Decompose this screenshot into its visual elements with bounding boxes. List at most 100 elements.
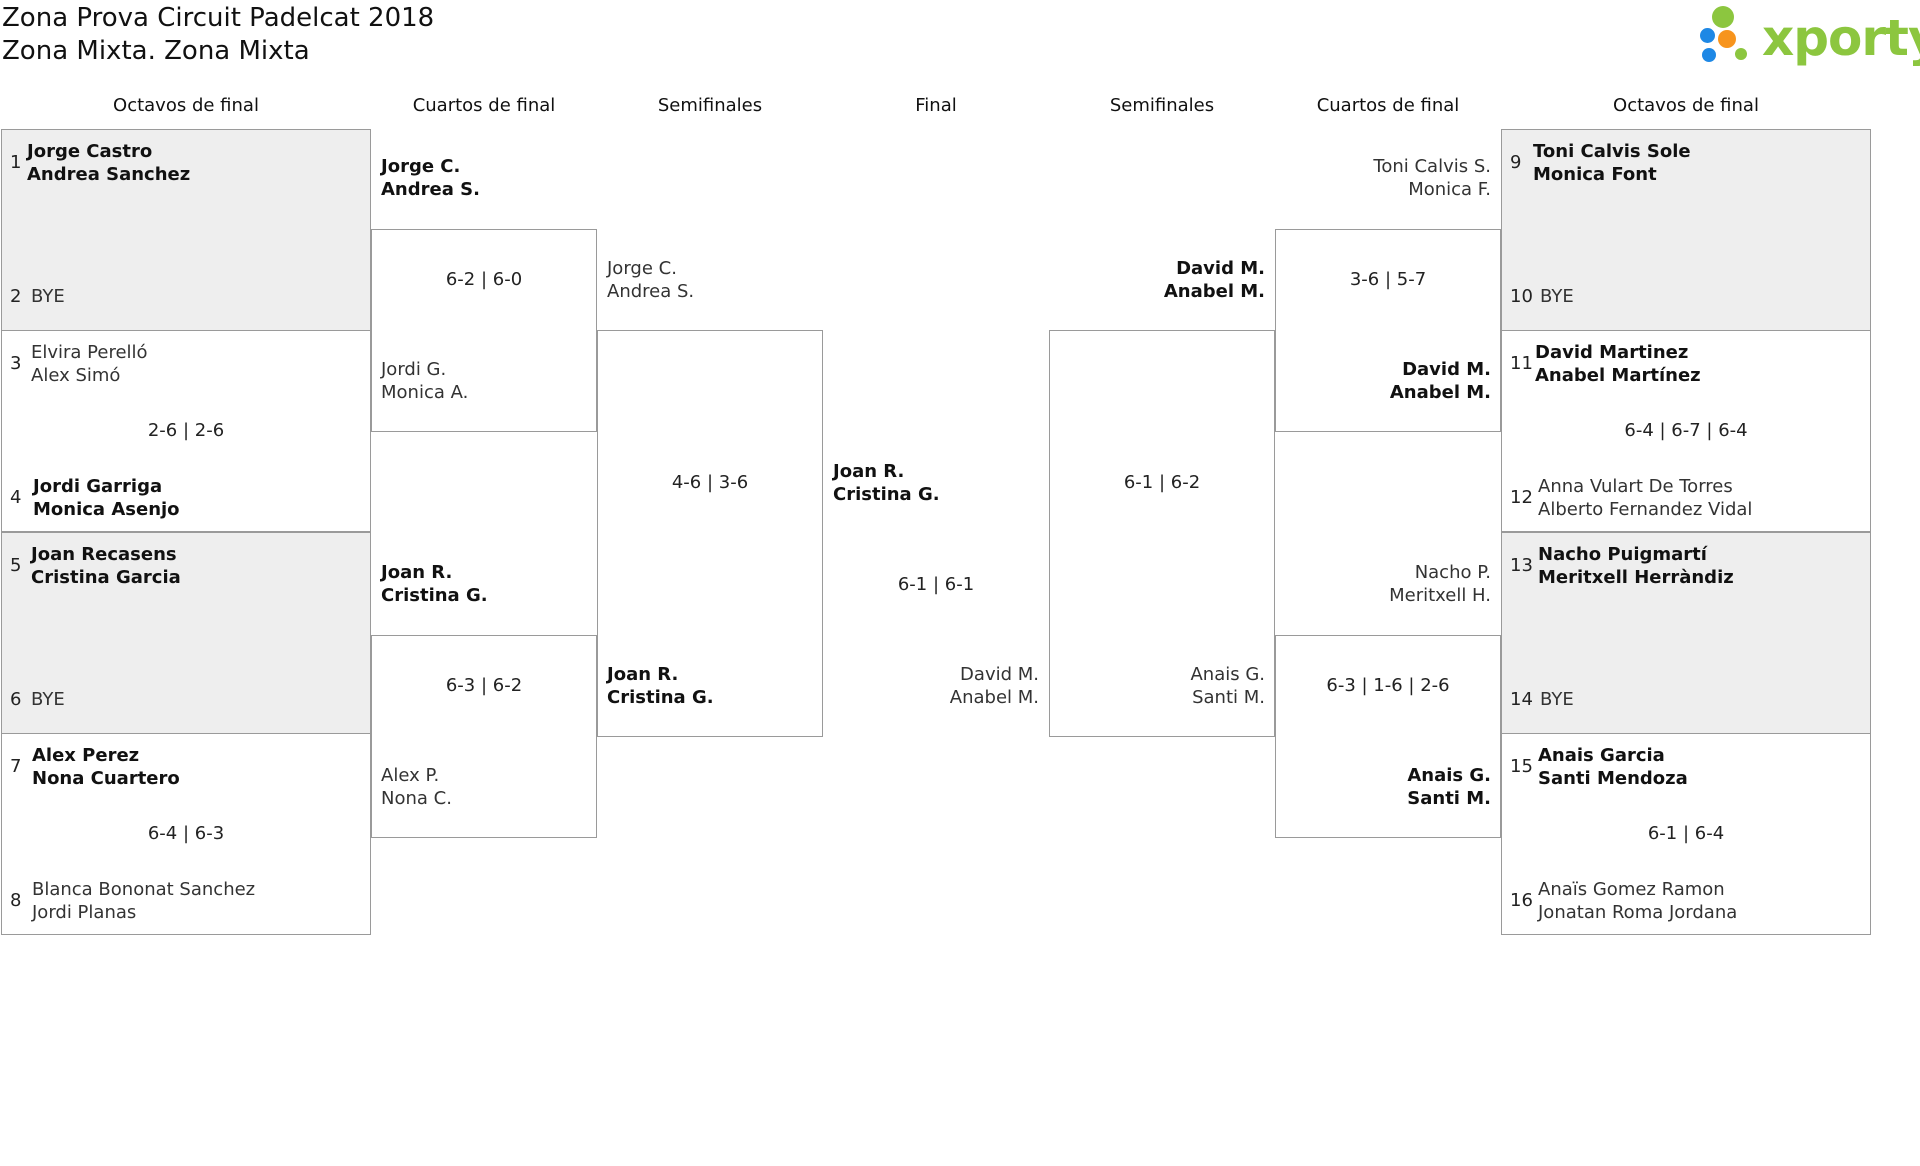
match-box bbox=[1501, 733, 1871, 935]
player-name: Santi Mendoza bbox=[1538, 768, 1688, 789]
player-name: Cristina G. bbox=[381, 585, 488, 606]
logo-dot-icon bbox=[1735, 48, 1747, 60]
round-header-cuartos-right: Cuartos de final bbox=[1316, 95, 1460, 116]
match-box bbox=[1, 330, 371, 532]
player-name: David M. bbox=[1176, 258, 1265, 279]
player-name: Anais G. bbox=[1407, 765, 1491, 786]
round-header-cuartos-left: Cuartos de final bbox=[412, 95, 556, 116]
seed-number: 9 bbox=[1510, 152, 1522, 173]
seed-number: 11 bbox=[1510, 353, 1533, 374]
finalist-name: Anabel M. bbox=[949, 687, 1039, 708]
round-header-semis-right: Semifinales bbox=[1109, 95, 1215, 116]
player-name: BYE bbox=[31, 286, 65, 307]
player-name: David Martinez bbox=[1535, 342, 1689, 363]
player-name: Joan R. bbox=[607, 664, 679, 685]
seed-number: 13 bbox=[1510, 555, 1533, 576]
player-name: Joan R. bbox=[381, 562, 453, 583]
player-name: Monica Asenjo bbox=[33, 499, 180, 520]
player-name: Joan Recasens bbox=[31, 544, 177, 565]
match-score: 3-6 | 5-7 bbox=[1349, 269, 1427, 290]
match-box bbox=[1, 532, 371, 734]
player-name: Anais Garcia bbox=[1538, 745, 1665, 766]
player-name: Anabel Martínez bbox=[1535, 365, 1701, 386]
match-box bbox=[1501, 532, 1871, 734]
player-name: Nona Cuartero bbox=[32, 768, 180, 789]
round-header-octavos-right: Octavos de final bbox=[1613, 95, 1759, 116]
player-name: Anais G. bbox=[1190, 664, 1265, 685]
player-name: Anabel M. bbox=[1163, 281, 1265, 302]
seed-number: 5 bbox=[10, 555, 22, 576]
match-score: 6-1 | 6-1 bbox=[897, 574, 975, 595]
finalist-name: Cristina G. bbox=[833, 484, 940, 505]
match-box bbox=[371, 635, 597, 838]
seed-number: 12 bbox=[1510, 487, 1533, 508]
match-box bbox=[1275, 229, 1501, 432]
player-name: BYE bbox=[1540, 286, 1574, 307]
seed-number: 14 bbox=[1510, 689, 1533, 710]
player-name: Monica Font bbox=[1533, 164, 1657, 185]
player-name: Santi M. bbox=[1192, 687, 1265, 708]
match-score: 6-3 | 1-6 | 2-6 bbox=[1326, 675, 1450, 696]
match-box bbox=[371, 229, 597, 432]
logo-text: xporty bbox=[1762, 9, 1920, 67]
player-name: Alberto Fernandez Vidal bbox=[1538, 499, 1753, 520]
player-name: Alex Perez bbox=[32, 745, 140, 766]
player-name: Andrea Sanchez bbox=[27, 164, 191, 185]
seed-number: 2 bbox=[10, 286, 22, 307]
player-name: Nacho P. bbox=[1414, 562, 1491, 583]
player-name: Jonatan Roma Jordana bbox=[1538, 902, 1738, 923]
player-name: Anabel M. bbox=[1389, 382, 1491, 403]
seed-number: 16 bbox=[1510, 890, 1533, 911]
player-name: Anna Vulart De Torres bbox=[1538, 476, 1733, 497]
player-name: Jordi Planas bbox=[32, 902, 137, 923]
player-name: Cristina Garcia bbox=[31, 567, 181, 588]
seed-number: 1 bbox=[10, 152, 22, 173]
player-name: Andrea S. bbox=[607, 281, 695, 302]
seed-number: 10 bbox=[1510, 286, 1533, 307]
finalist-name: David M. bbox=[960, 664, 1039, 685]
player-name: David M. bbox=[1402, 359, 1491, 380]
match-score: 6-4 | 6-3 bbox=[147, 823, 225, 844]
player-name: Nona C. bbox=[381, 788, 452, 809]
match-box bbox=[1275, 635, 1501, 838]
player-name: Alex P. bbox=[381, 765, 440, 786]
match-score: 6-2 | 6-0 bbox=[445, 269, 523, 290]
round-header-octavos-left: Octavos de final bbox=[113, 95, 259, 116]
player-name: Jordi G. bbox=[381, 359, 447, 380]
seed-number: 7 bbox=[10, 756, 22, 777]
player-name: Jorge Castro bbox=[27, 141, 153, 162]
player-name: Andrea S. bbox=[381, 179, 480, 200]
round-header-semis-left: Semifinales bbox=[657, 95, 763, 116]
match-score: 6-1 | 6-2 bbox=[1123, 472, 1201, 493]
player-name: Anaïs Gomez Ramon bbox=[1538, 879, 1725, 900]
player-name: Meritxell Herràndiz bbox=[1538, 567, 1734, 588]
player-name: Meritxell H. bbox=[1389, 585, 1491, 606]
player-name: Santi M. bbox=[1407, 788, 1491, 809]
page-title: Zona Prova Circuit Padelcat 2018 bbox=[2, 3, 435, 33]
logo-dot-icon bbox=[1718, 30, 1736, 48]
player-name: BYE bbox=[1540, 689, 1574, 710]
match-score: 6-1 | 6-4 bbox=[1647, 823, 1725, 844]
match-box bbox=[1, 129, 371, 331]
match-box bbox=[1, 733, 371, 935]
finalist-name: Joan R. bbox=[833, 461, 905, 482]
seed-number: 6 bbox=[10, 689, 22, 710]
match-box bbox=[1049, 330, 1275, 737]
logo-dot-icon bbox=[1700, 28, 1715, 43]
logo-dot-icon bbox=[1712, 6, 1734, 28]
match-box bbox=[597, 330, 823, 737]
match-score: 2-6 | 2-6 bbox=[147, 420, 225, 441]
match-score: 4-6 | 3-6 bbox=[671, 472, 749, 493]
player-name: Cristina G. bbox=[607, 687, 714, 708]
seed-number: 15 bbox=[1510, 756, 1533, 777]
player-name: BYE bbox=[31, 689, 65, 710]
player-name: Toni Calvis S. bbox=[1373, 156, 1491, 177]
player-name: Monica A. bbox=[381, 382, 469, 403]
player-name: Toni Calvis Sole bbox=[1533, 141, 1691, 162]
player-name: Elvira Perelló bbox=[31, 342, 148, 363]
match-score: 6-3 | 6-2 bbox=[445, 675, 523, 696]
player-name: Jorge C. bbox=[607, 258, 677, 279]
player-name: Nacho Puigmartí bbox=[1538, 544, 1707, 565]
match-box bbox=[1501, 129, 1871, 331]
seed-number: 4 bbox=[10, 487, 22, 508]
